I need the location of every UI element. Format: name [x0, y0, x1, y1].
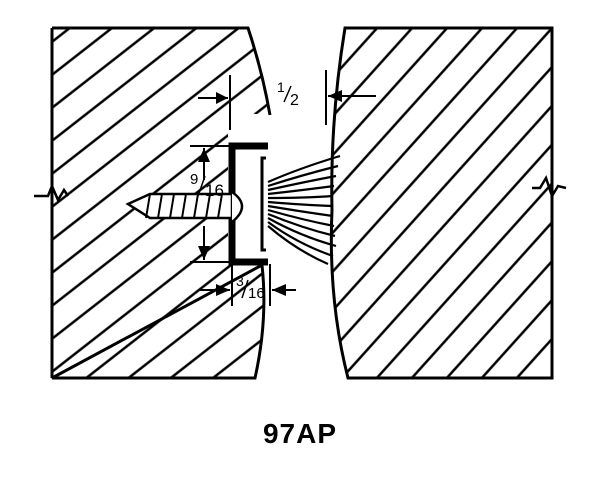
- screw-icon: [125, 190, 244, 223]
- depth-dimension: 3 16: [200, 264, 296, 306]
- gap-num: 1: [277, 79, 285, 95]
- pile-fibers: [267, 154, 341, 266]
- model-caption: 97AP: [262, 418, 338, 449]
- right-wood-block: [329, 26, 567, 380]
- height-den: 16: [205, 181, 224, 200]
- depth-den: 16: [248, 285, 265, 302]
- weatherstrip-channel: [228, 142, 268, 266]
- height-num: 9: [190, 171, 198, 188]
- depth-num: 3: [236, 273, 244, 289]
- gap-dimension: 1 2: [198, 70, 376, 130]
- height-dimension: 9 16: [190, 145, 232, 263]
- gap-den: 2: [290, 92, 299, 109]
